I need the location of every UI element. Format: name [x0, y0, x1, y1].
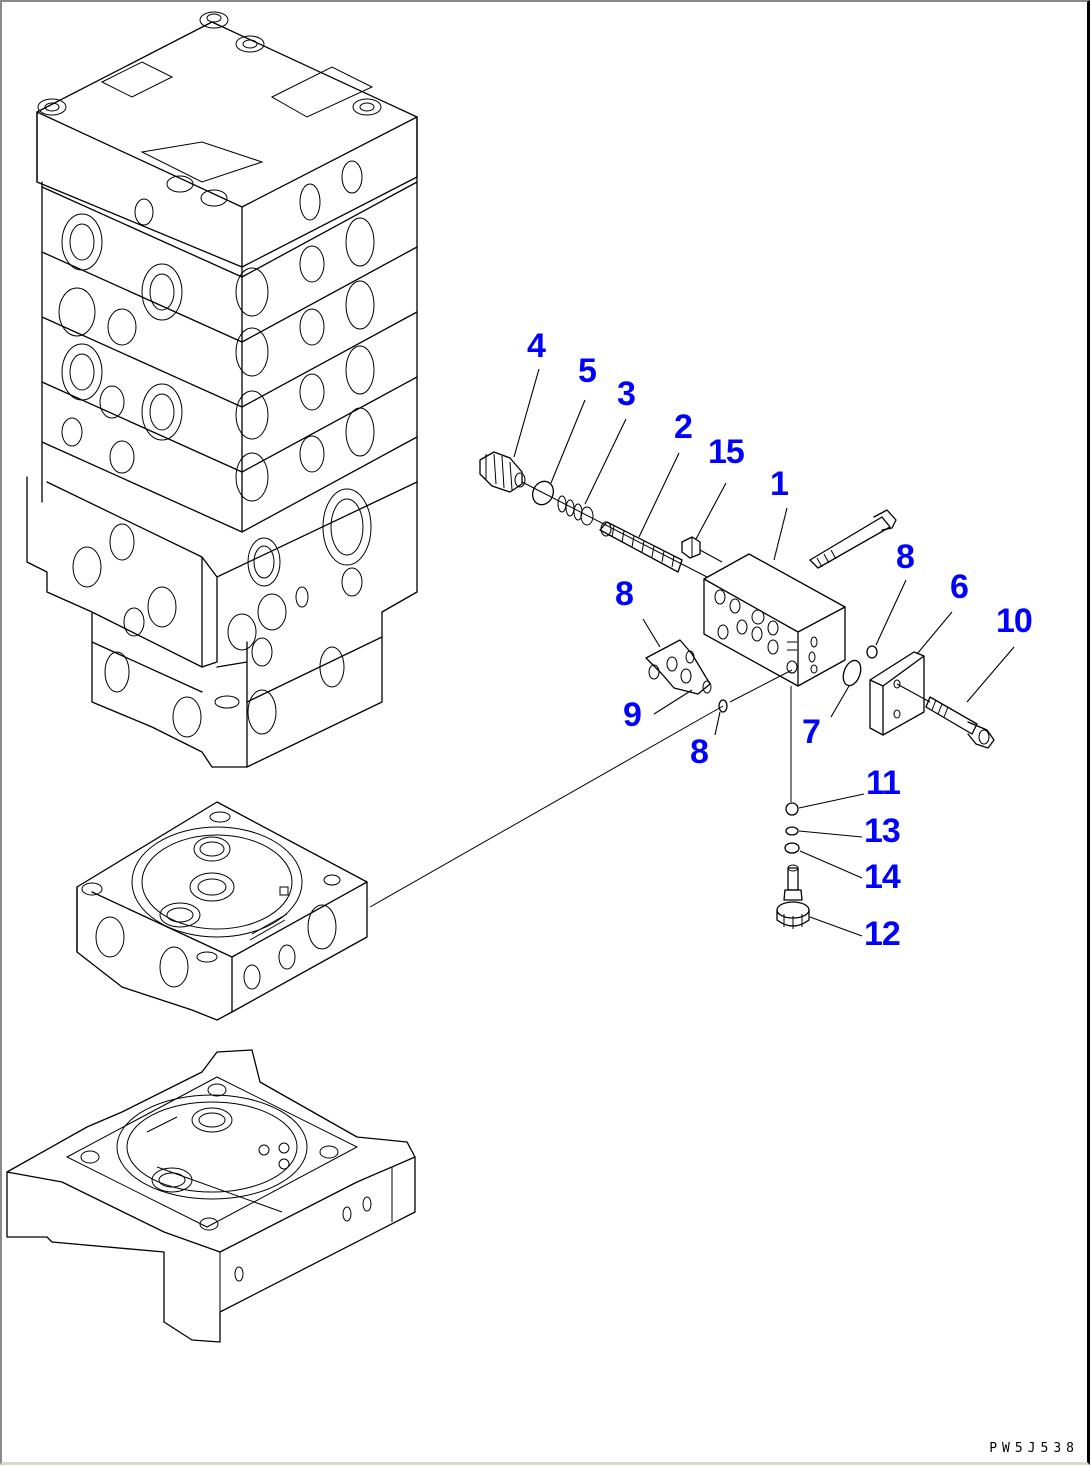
- part-3-spring: [557, 495, 594, 526]
- part-13-ring: [785, 826, 799, 836]
- callout-part-9[interactable]: 9: [623, 696, 642, 734]
- leader-13: [798, 830, 863, 838]
- part-4-plug: [479, 451, 526, 493]
- leader-14: [799, 850, 863, 879]
- part-8-oring-a: [866, 645, 878, 659]
- part-15-plug: [681, 536, 701, 559]
- valve-section: [76, 801, 368, 1021]
- callout-part-8-lower[interactable]: 8: [690, 733, 709, 771]
- leader-5: [550, 399, 586, 484]
- callout-part-12[interactable]: 12: [864, 915, 901, 953]
- callout-part-4[interactable]: 4: [527, 327, 546, 365]
- leader-9: [653, 689, 693, 715]
- leader-10: [966, 646, 1015, 703]
- drawing-code: PW5J538: [989, 1441, 1079, 1456]
- part-7-oring: [842, 659, 862, 687]
- leader-2: [638, 452, 680, 538]
- part-12-plug: [776, 864, 810, 929]
- leader-15: [695, 482, 727, 540]
- leader-1: [773, 507, 788, 561]
- leader-8c: [714, 711, 721, 736]
- part-14-ring: [784, 842, 800, 854]
- part-8-oring-c: [718, 699, 728, 713]
- callout-part-1[interactable]: 1: [770, 465, 789, 503]
- end-cover: [6, 1049, 416, 1343]
- leader-11: [798, 793, 865, 809]
- callout-part-6[interactable]: 6: [950, 568, 969, 606]
- callout-part-11[interactable]: 11: [866, 764, 901, 802]
- callout-part-3[interactable]: 3: [617, 375, 636, 413]
- leader-8a: [875, 579, 907, 646]
- leader-4: [513, 368, 540, 458]
- leader-6: [916, 611, 953, 655]
- part-11-ball: [785, 802, 799, 816]
- leader-7: [830, 685, 850, 718]
- callout-part-8-upper-right[interactable]: 8: [896, 538, 915, 576]
- callout-part-13[interactable]: 13: [864, 812, 901, 850]
- part-9-plate: [645, 639, 712, 695]
- leader-3: [584, 418, 627, 505]
- part-6-cover: [869, 651, 925, 736]
- callout-part-14[interactable]: 14: [864, 858, 901, 896]
- callout-part-2[interactable]: 2: [674, 408, 693, 446]
- exploded-parts: [369, 451, 995, 929]
- leader-12: [809, 916, 863, 937]
- callout-part-15[interactable]: 15: [708, 433, 745, 471]
- callout-leaders: [513, 368, 1015, 937]
- callout-part-10[interactable]: 10: [996, 602, 1033, 640]
- callout-part-8-left[interactable]: 8: [615, 575, 634, 613]
- callout-part-5[interactable]: 5: [578, 352, 597, 390]
- part-bolt: [809, 509, 897, 569]
- leader-8b: [642, 618, 661, 648]
- callout-part-7[interactable]: 7: [802, 713, 821, 751]
- part-10-bolt: [896, 683, 995, 749]
- part-1-valve-block: [703, 553, 846, 687]
- part-2-spool: [599, 521, 683, 573]
- valve-stack: [26, 11, 418, 768]
